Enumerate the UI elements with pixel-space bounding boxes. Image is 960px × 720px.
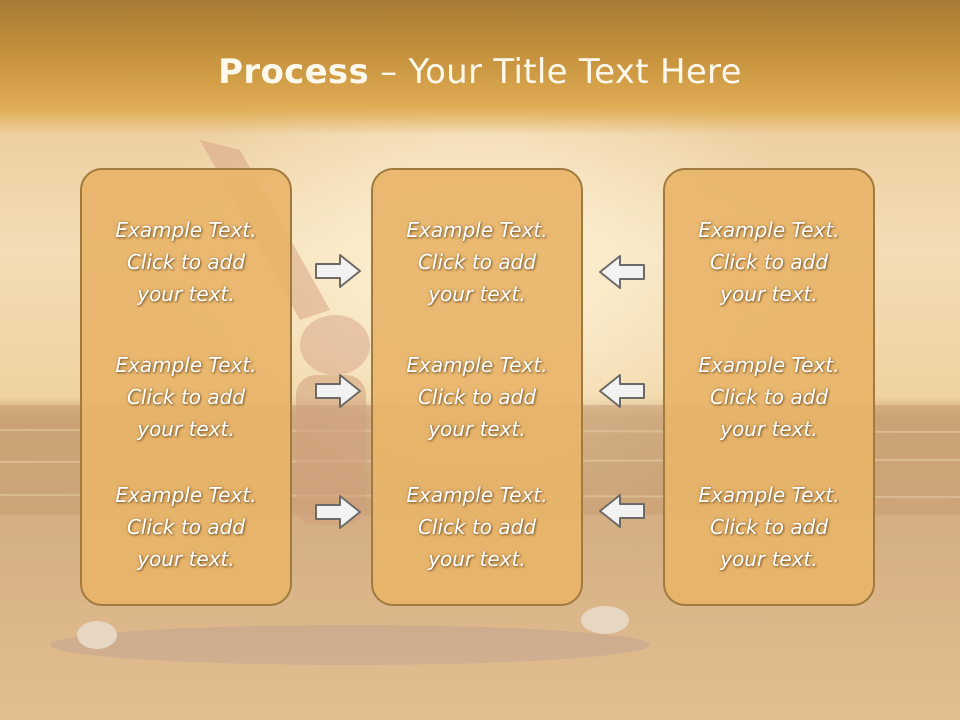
arrow-left-icon[interactable] (598, 373, 646, 409)
title-bold: Process (218, 52, 370, 92)
arrow-left-icon[interactable] (598, 254, 646, 290)
arrow-left-icon[interactable] (598, 493, 646, 529)
arrow-right-icon[interactable] (314, 253, 362, 289)
arrow-right-icon[interactable] (314, 494, 362, 530)
slide-title[interactable]: Process – Your Title Text Here (0, 52, 960, 92)
title-bar (0, 0, 960, 135)
title-text: – Your Title Text Here (369, 52, 742, 92)
arrow-right-icon[interactable] (314, 373, 362, 409)
